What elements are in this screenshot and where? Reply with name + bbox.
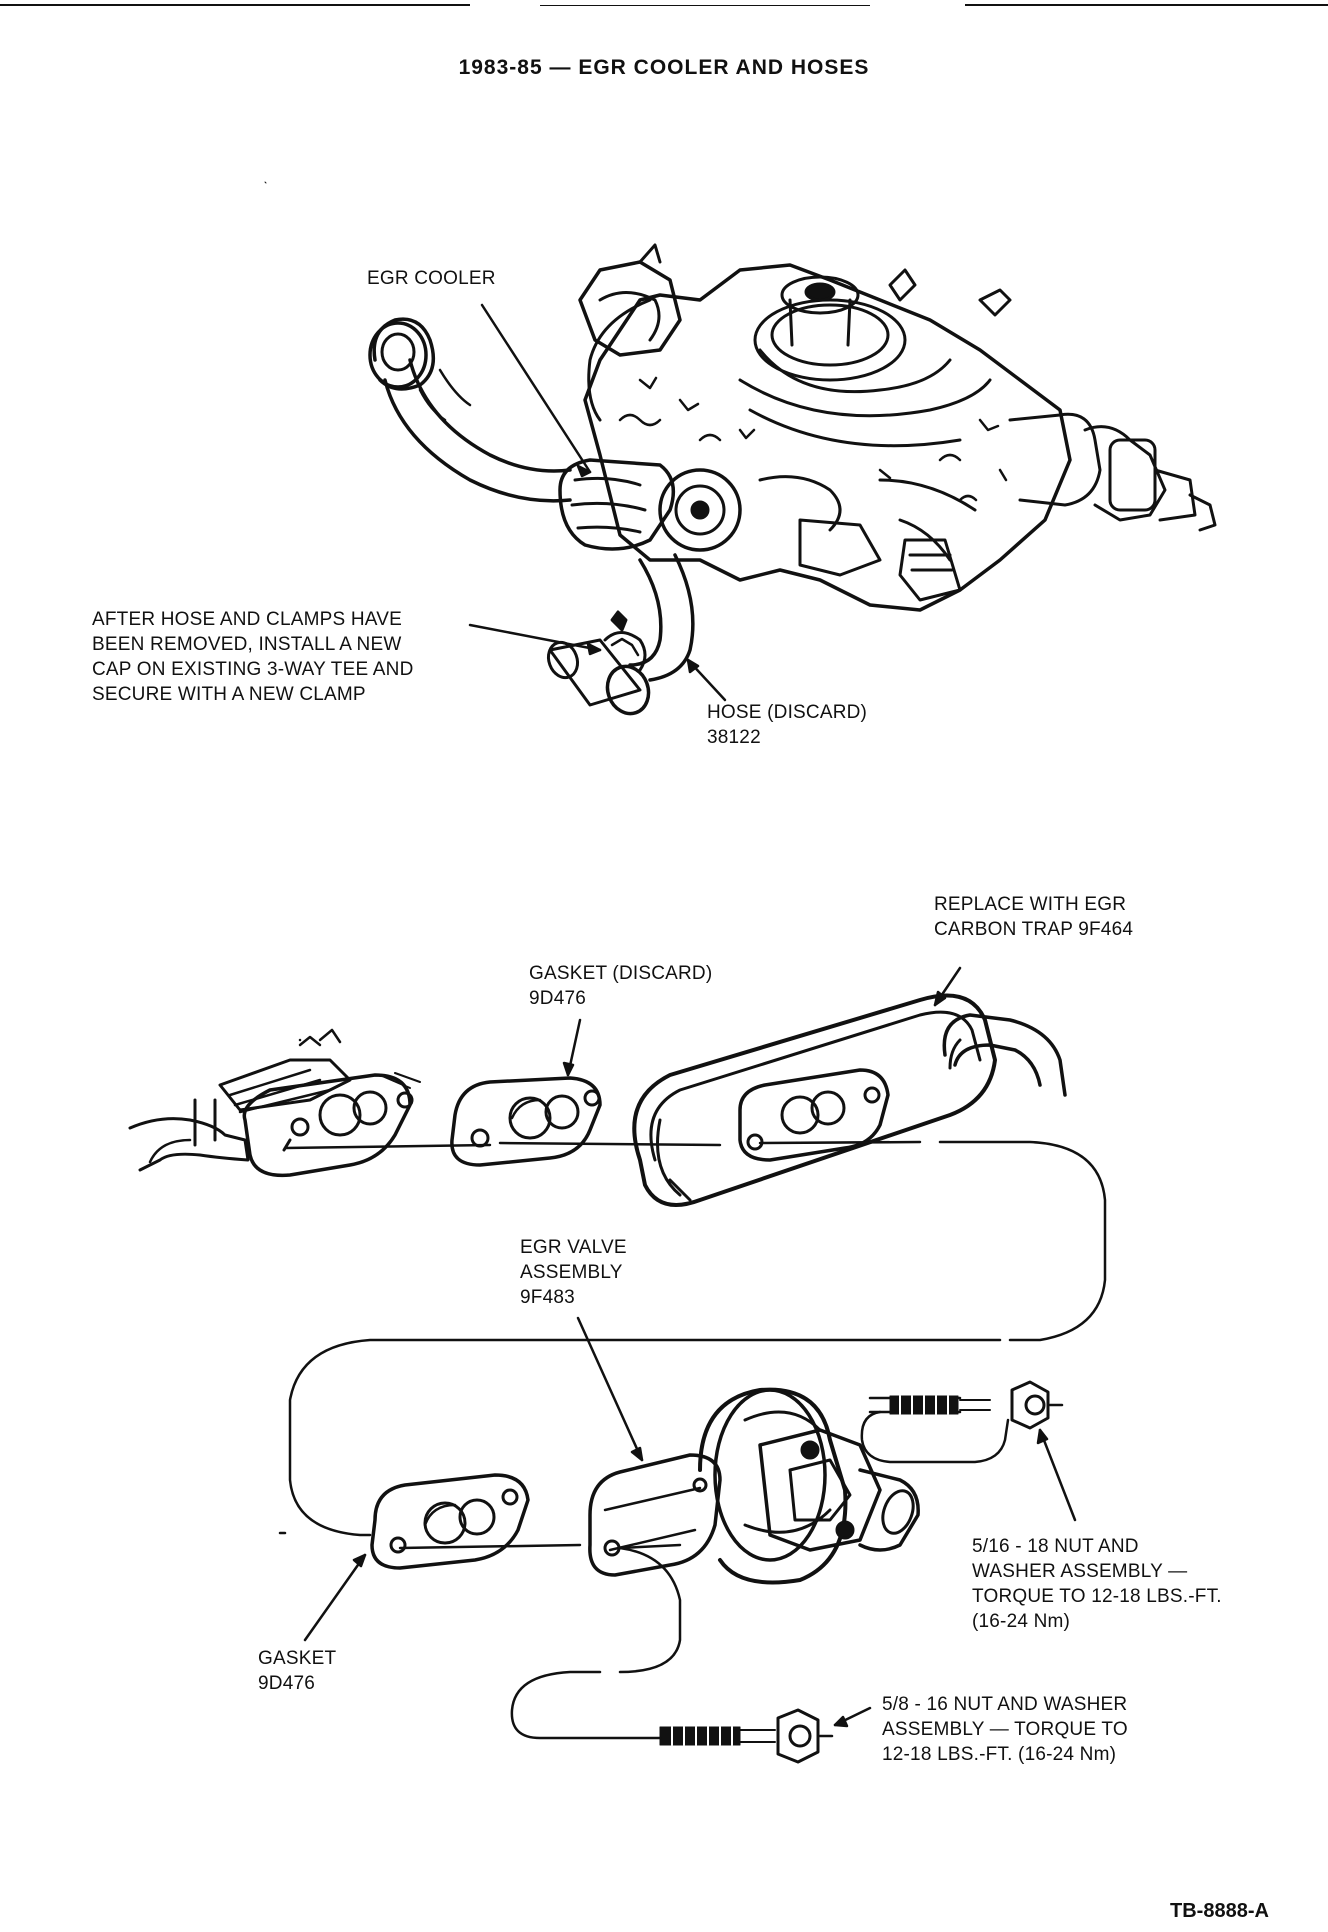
- nut-516-label-line4: (16-24 Nm): [972, 1611, 1071, 1632]
- gasket-lower-label: GASKET: [258, 1648, 337, 1669]
- carbon-trap-label-line2: CARBON TRAP 9F464: [934, 919, 1134, 940]
- egr-valve-label-line1: EGR VALVE: [520, 1237, 627, 1258]
- upper-stud-axis: [283, 1038, 1107, 1537]
- speck: [264, 181, 267, 184]
- gasket-discard-label: GASKET (DISCARD): [529, 963, 713, 984]
- nut-58-label-line2: ASSEMBLY — TORQUE TO: [882, 1719, 1128, 1740]
- nut-58-label-line1: 5/8 - 16 NUT AND WASHER: [882, 1694, 1128, 1715]
- egr-valve-assembly: [588, 1387, 920, 1585]
- stud-nut-516: [860, 1380, 1064, 1464]
- lower-stud-axis: [278, 1531, 682, 1740]
- egr-cooler-hose: [368, 317, 572, 503]
- top-rule-left: [0, 4, 470, 6]
- top-rule-right: [965, 4, 1328, 6]
- after-hose-note-line3: CAP ON EXISTING 3-WAY TEE AND: [92, 659, 414, 680]
- page-title: 1983-85 — EGR COOLER AND HOSES: [458, 56, 870, 79]
- nut-516-label-line1: 5/16 - 18 NUT AND: [972, 1536, 1139, 1557]
- after-hose-note-line1: AFTER HOSE AND CLAMPS HAVE: [92, 609, 402, 630]
- hose-part-number: 38122: [707, 727, 761, 748]
- lower-leaders: [303, 966, 1077, 1728]
- carbon-trap-label-line1: REPLACE WITH EGR: [934, 894, 1127, 915]
- egr-carbon-trap: [632, 993, 1067, 1207]
- figure-id: TB-8888-A: [1170, 1900, 1269, 1922]
- discard-hose-and-cap: [546, 553, 695, 716]
- after-hose-note-line2: BEEN REMOVED, INSTALL A NEW: [92, 634, 402, 655]
- nut-58-label-line3: 12-18 LBS.-FT. (16-24 Nm): [882, 1744, 1117, 1765]
- egr-cooler-label: EGR COOLER: [367, 268, 496, 289]
- manifold-flange: [128, 1028, 414, 1178]
- egr-valve-part-number: 9F483: [520, 1287, 575, 1308]
- top-rule-mid: [540, 5, 870, 6]
- gasket-discard-part-number: 9D476: [529, 988, 586, 1009]
- after-hose-note-line4: SECURE WITH A NEW CLAMP: [92, 684, 366, 705]
- gasket-lower-part-number: 9D476: [258, 1673, 315, 1694]
- nut-516-label-line3: TORQUE TO 12-18 LBS.-FT.: [972, 1586, 1222, 1607]
- nut-516-label-line2: WASHER ASSEMBLY —: [972, 1561, 1188, 1582]
- stud-nut-58: [659, 1708, 834, 1764]
- upper-leaders: [468, 303, 727, 702]
- egr-valve-label-line2: ASSEMBLY: [520, 1262, 623, 1283]
- throttle-body-assembly: [558, 243, 1217, 612]
- gasket-discard: [450, 1076, 602, 1167]
- gasket-lower: [370, 1473, 530, 1570]
- hose-label: HOSE (DISCARD): [707, 702, 868, 723]
